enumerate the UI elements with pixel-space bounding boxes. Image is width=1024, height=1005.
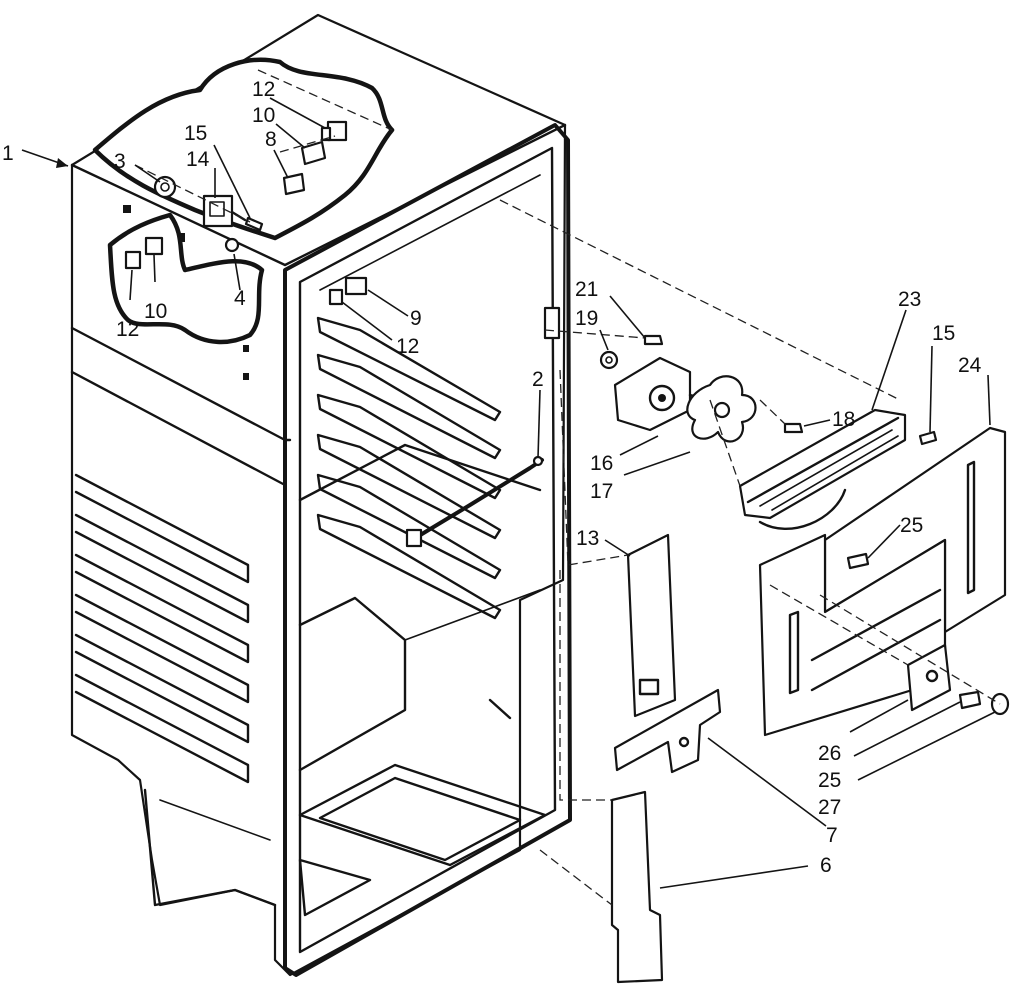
part-24-rear-panel	[758, 426, 1007, 737]
callout-13: 13	[576, 527, 599, 550]
callout-17: 17	[590, 480, 613, 503]
callout-1: 1	[2, 142, 14, 165]
part-12-side-clip	[124, 250, 142, 270]
callout-12: 12	[252, 78, 275, 101]
callout-18: 18	[832, 408, 855, 431]
part-13-air-duct	[626, 533, 677, 718]
part-12-top-clip	[320, 120, 348, 142]
callout-26: 26	[818, 742, 841, 765]
callout-7: 7	[826, 824, 838, 847]
leader-lines	[21, 97, 996, 889]
callout-numbers: 1 12 10 15 8 3 14 4 12 10 9 12 2 21 19 2…	[2, 78, 982, 877]
callout-27: 27	[818, 796, 841, 819]
callout-10: 10	[252, 104, 275, 127]
part-21-screw	[643, 334, 664, 346]
callout-21: 21	[575, 278, 598, 301]
callout-6: 6	[820, 854, 832, 877]
callout-15: 15	[932, 322, 955, 345]
part-26-cover-plate	[906, 643, 952, 712]
callout-25: 25	[900, 514, 923, 537]
callout-9: 9	[410, 307, 422, 330]
callout-15: 15	[184, 122, 207, 145]
part-19-grommet	[599, 350, 619, 370]
part-16-fan-motor	[613, 356, 714, 432]
part-8-retainer	[282, 172, 306, 196]
part-10-top-bracket	[300, 140, 327, 166]
side-panel-ribs	[74, 473, 250, 784]
callout-12: 12	[396, 335, 419, 358]
part-15-screw-top	[244, 216, 264, 232]
part-15-screw-grille	[918, 430, 938, 446]
part-25-screw-plate	[958, 690, 982, 710]
callout-14: 14	[186, 148, 210, 171]
callout-4: 4	[234, 287, 246, 310]
callout-12: 12	[116, 318, 139, 341]
part-17-fan-blade	[686, 375, 757, 443]
callout-23: 23	[898, 288, 921, 311]
part-25-screw-panel	[846, 552, 870, 570]
shelf-rails	[316, 316, 502, 620]
callout-25: 25	[818, 769, 841, 792]
part-12-liner-clip	[328, 288, 344, 306]
part-10-side-bracket	[144, 236, 164, 256]
part-18-screw	[783, 422, 804, 434]
callout-24: 24	[958, 354, 982, 377]
part-4-grommet	[224, 237, 240, 253]
part-2-wire-harness	[405, 455, 544, 548]
door-opening-frame	[283, 123, 572, 977]
callout-16: 16	[590, 452, 613, 475]
part-6-cover-strip	[610, 790, 664, 984]
part-7-damper-plate	[613, 688, 722, 774]
callout-8: 8	[265, 128, 277, 151]
callout-10: 10	[144, 300, 167, 323]
part-23-fan-grille	[738, 408, 907, 531]
callout-2: 2	[532, 368, 544, 391]
part-9-liner-bracket	[344, 276, 368, 296]
assembly-dash-lines	[134, 69, 1001, 906]
callout-19: 19	[575, 307, 598, 330]
callout-3: 3	[114, 150, 126, 173]
